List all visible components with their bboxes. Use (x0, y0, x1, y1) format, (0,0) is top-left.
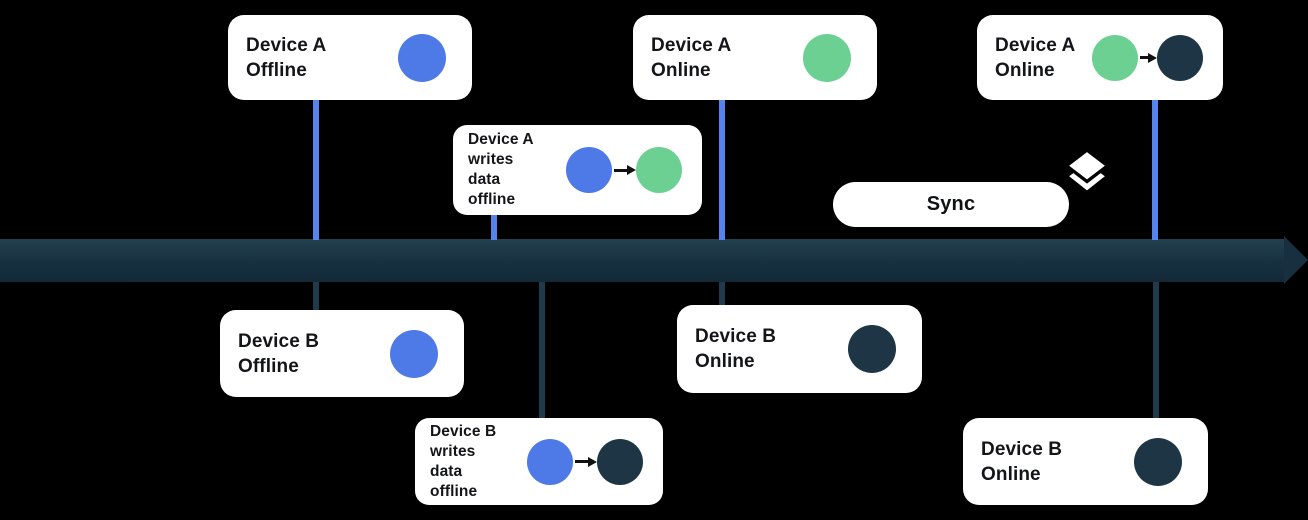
card-device-b-writes-data-offline: Device B writes data offline (415, 418, 663, 505)
online-state-dot (1092, 34, 1138, 81)
state-transition (527, 438, 643, 485)
card-title-line: offline (430, 482, 478, 500)
server-state-dot (848, 325, 896, 373)
card-title: Device B Online (981, 437, 1062, 487)
layers-icon (1069, 152, 1105, 191)
card-title-line: data (430, 462, 463, 480)
card-title: Device B Offline (238, 329, 319, 379)
card-title-line: Device B (981, 438, 1063, 460)
card-title: Device A Online (995, 33, 1075, 83)
state-dots (848, 325, 896, 373)
state-dots (390, 329, 438, 378)
card-device-a-online-mid: Device A Online (633, 15, 877, 100)
offline-state-dot (398, 33, 446, 82)
state-transition (1092, 34, 1203, 81)
card-title-line: Offline (246, 59, 307, 81)
connector-device-b-offline (313, 282, 319, 312)
card-title-line: Online (651, 59, 711, 81)
card-device-b-online-mid: Device B Online (677, 305, 922, 393)
card-title-line: Device B (695, 326, 777, 347)
connector-device-b-online-right (1153, 282, 1159, 419)
card-title: Device B Online (695, 324, 776, 374)
server-state-dot (597, 438, 643, 485)
card-title-line: offline (468, 191, 516, 208)
state-dots (1134, 437, 1182, 486)
card-device-b-online-right: Device B Online (963, 418, 1208, 505)
card-title-line: Device A (468, 131, 534, 148)
transition-arrow-icon (1140, 56, 1149, 59)
card-title: Device A Online (651, 33, 731, 83)
offline-state-dot (566, 147, 612, 193)
timeline-arrow-body (0, 239, 1285, 282)
card-title: Device B writes data offline (430, 422, 496, 502)
online-state-dot (636, 147, 682, 193)
card-title-line: Device A (995, 34, 1076, 56)
transition-arrow-icon (614, 168, 628, 172)
card-device-a-writes-data-offline: Device A writes data offline (453, 125, 702, 215)
connector-device-b-online-mid (719, 282, 725, 306)
server-state-dot (1134, 437, 1182, 486)
connector-device-a-online-mid (719, 100, 725, 240)
card-title: Device A writes data offline (468, 130, 534, 210)
offline-state-dot (390, 329, 438, 378)
card-title-line: Offline (238, 355, 299, 377)
connector-device-b-writes (539, 282, 545, 419)
transition-arrow-icon (575, 460, 589, 463)
state-transition (566, 147, 682, 193)
sync-button[interactable]: Sync (833, 182, 1069, 227)
card-title-line: Device A (246, 34, 327, 56)
card-title-line: writes (468, 151, 514, 168)
card-device-a-offline: Device A Offline (228, 15, 472, 100)
card-title-line: writes (430, 442, 476, 460)
server-state-dot (1157, 34, 1203, 81)
state-dots (398, 33, 446, 82)
card-title-line: Online (981, 463, 1041, 485)
connector-device-a-offline (313, 100, 319, 240)
card-title-line: Device A (651, 34, 732, 56)
card-title-line: Device B (430, 422, 497, 440)
card-title-line: Device B (238, 330, 320, 352)
card-title-line: data (468, 171, 501, 188)
online-state-dot (803, 33, 851, 82)
connector-device-a-writes (491, 214, 497, 240)
offline-state-dot (527, 438, 573, 485)
card-device-a-online-right: Device A Online (977, 15, 1223, 100)
card-title-line: Online (995, 59, 1055, 81)
sync-button-label: Sync (926, 193, 976, 215)
card-title-line: Online (695, 351, 755, 372)
state-dots (803, 33, 851, 82)
connector-device-a-online-right (1152, 100, 1158, 240)
card-device-b-offline: Device B Offline (220, 310, 464, 397)
timeline-arrowhead-icon (1284, 236, 1308, 284)
card-title: Device A Offline (246, 33, 326, 83)
